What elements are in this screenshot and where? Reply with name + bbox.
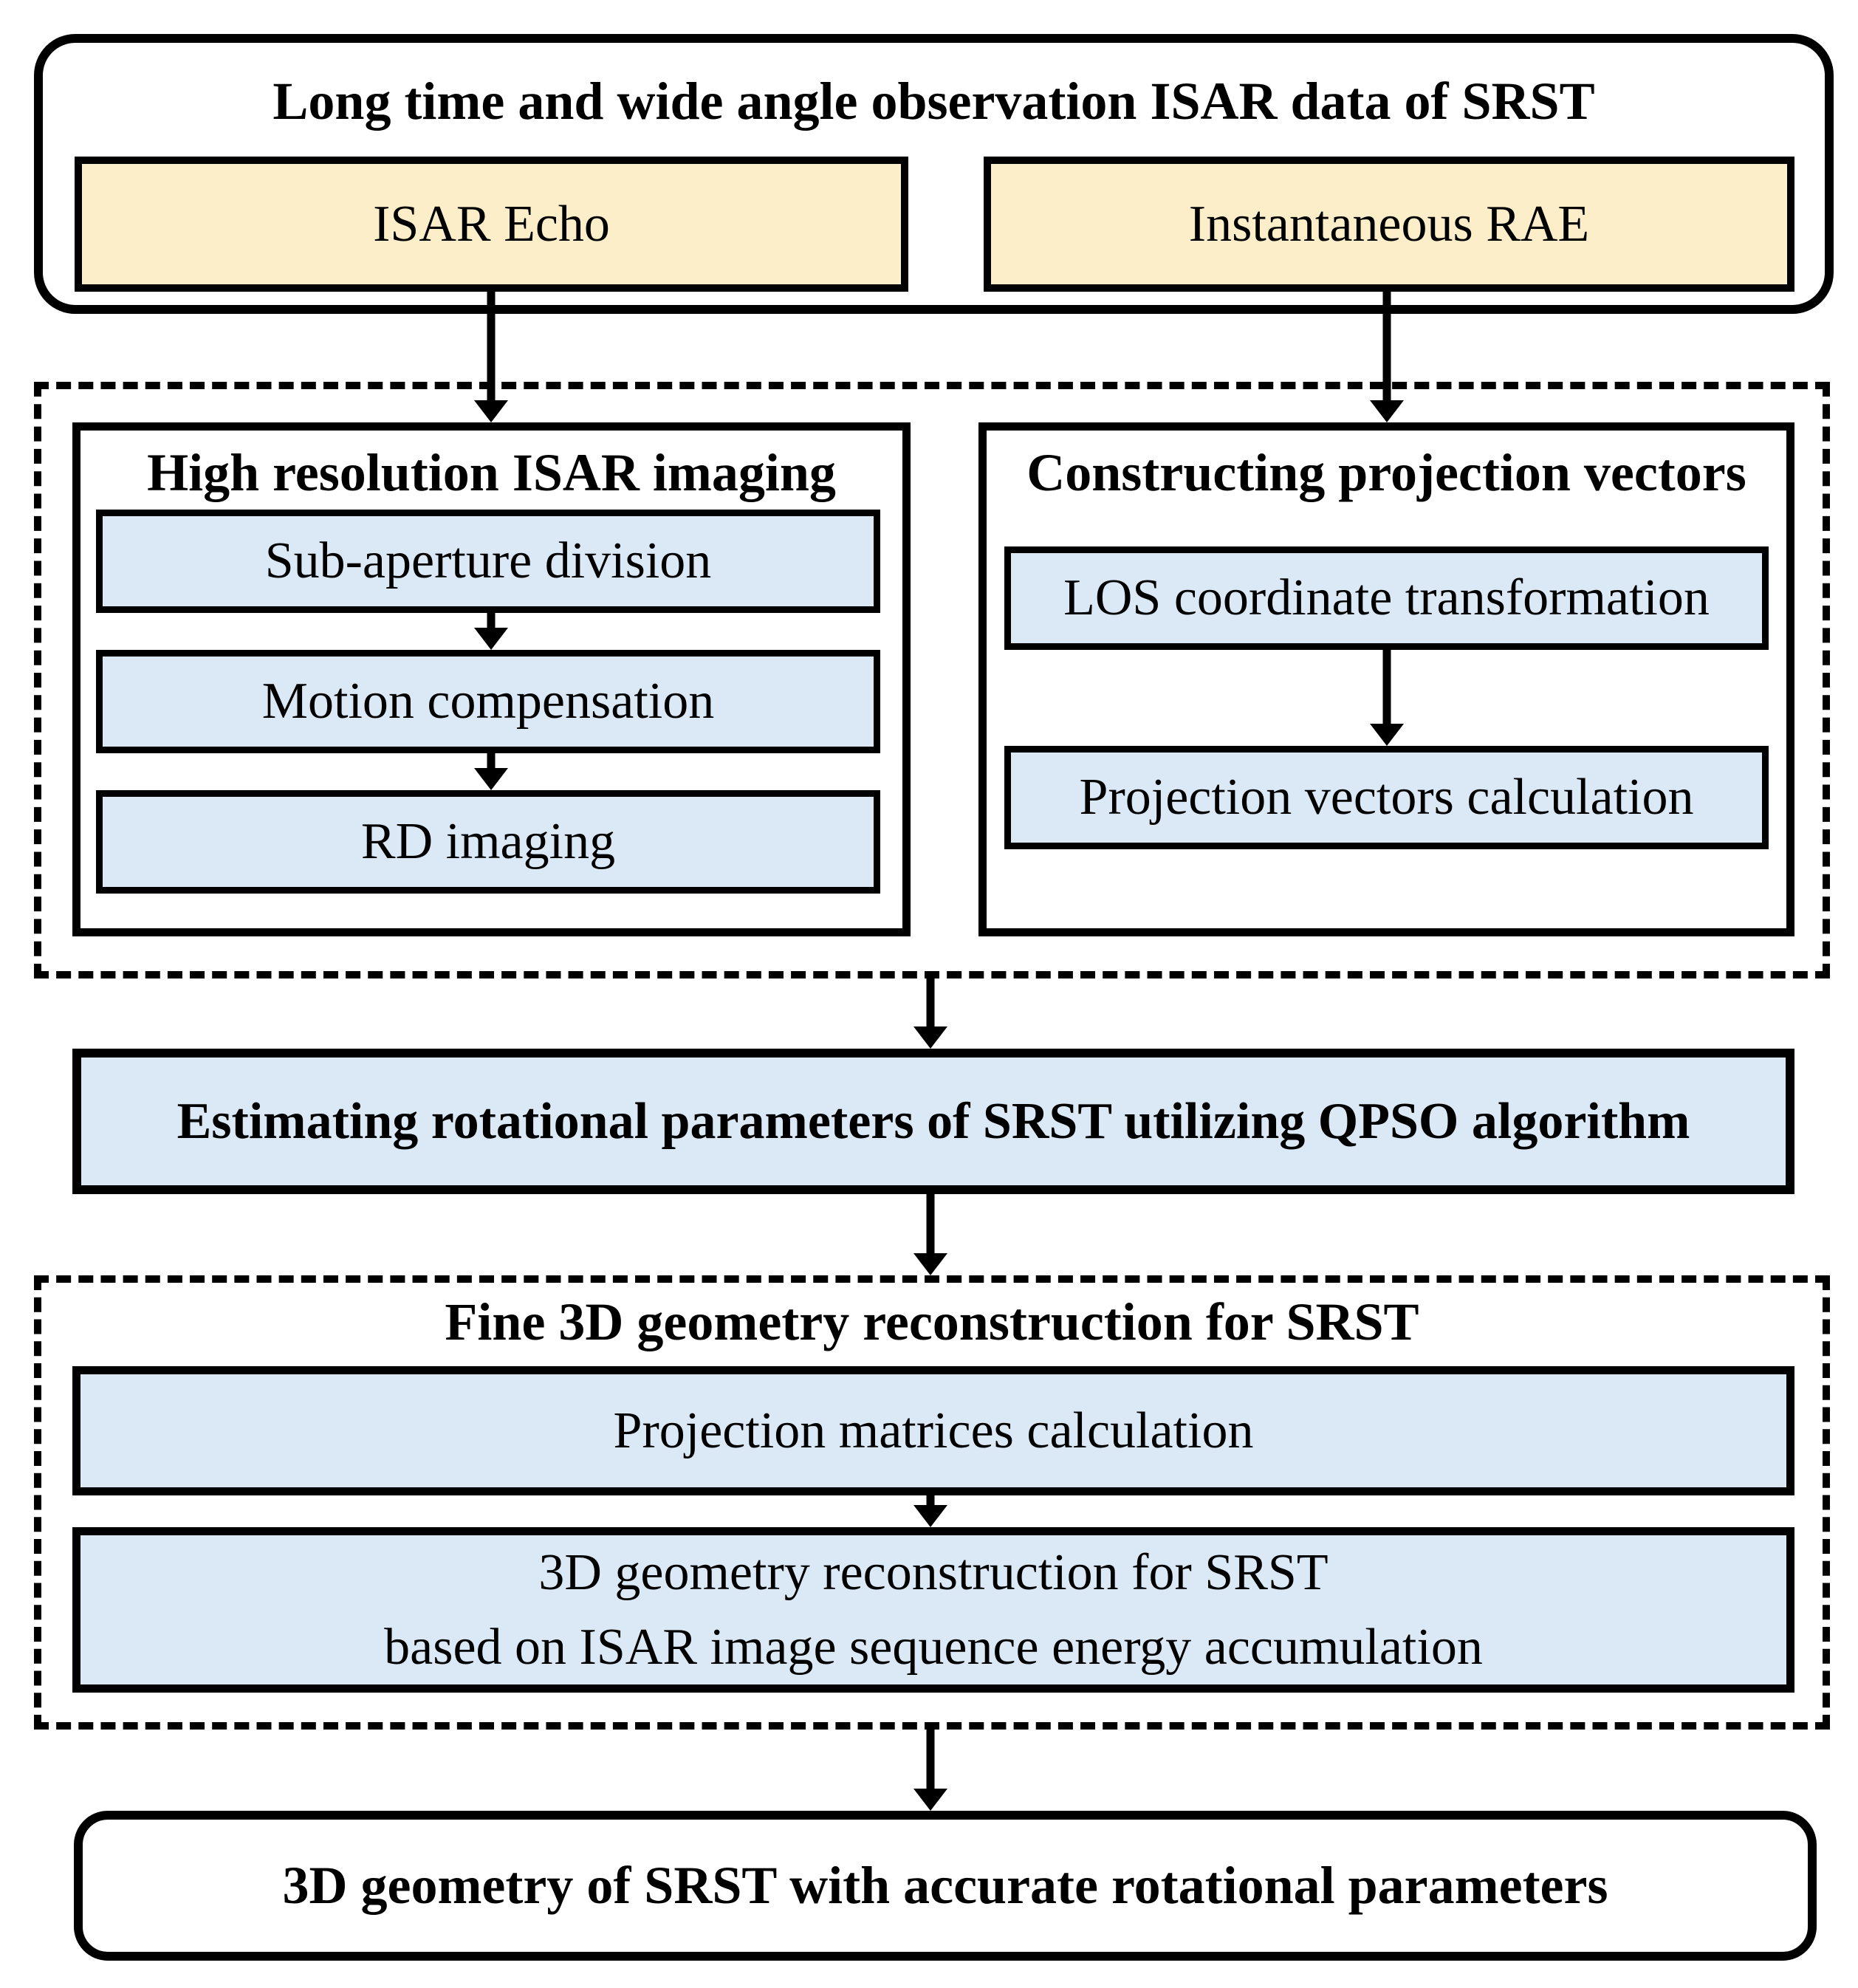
preprocessing-dashed-container bbox=[34, 382, 1830, 978]
arrow-rae-down-icon bbox=[1370, 292, 1404, 422]
projection-calculation-box: Projection vectors calculation bbox=[1004, 746, 1769, 849]
projection-calculation-label: Projection vectors calculation bbox=[1079, 769, 1694, 826]
arrow-reconstruction-to-output-icon bbox=[913, 1730, 947, 1811]
isar-echo-box: ISAR Echo bbox=[75, 157, 908, 292]
reconstruction-dashed-container bbox=[34, 1275, 1830, 1730]
instantaneous-rae-box: Instantaneous RAE bbox=[984, 157, 1794, 292]
arrow-preprocessing-to-qpso-icon bbox=[913, 978, 947, 1049]
reconstruction-title: Fine 3D geometry reconstruction for SRST bbox=[71, 1291, 1793, 1354]
geometry-reconstruction-box: 3D geometry reconstruction for SRST base… bbox=[72, 1527, 1794, 1693]
projection-matrices-label: Projection matrices calculation bbox=[613, 1402, 1254, 1459]
projection-matrices-box: Projection matrices calculation bbox=[72, 1366, 1794, 1495]
motion-compensation-label: Motion compensation bbox=[261, 673, 715, 730]
projection-vectors-title: Constructing projection vectors bbox=[987, 442, 1786, 505]
projection-vectors-title-text: Constructing projection vectors bbox=[1026, 443, 1746, 503]
source-title-text: Long time and wide angle observation ISA… bbox=[272, 72, 1595, 131]
isar-echo-label: ISAR Echo bbox=[373, 195, 610, 253]
source-title: Long time and wide angle observation ISA… bbox=[71, 65, 1797, 139]
los-coordinate-box: LOS coordinate transformation bbox=[1004, 546, 1769, 650]
output-label: 3D geometry of SRST with accurate rotati… bbox=[282, 1855, 1608, 1915]
motion-compensation-box: Motion compensation bbox=[96, 650, 880, 753]
arrow-qpso-to-reconstruction-icon bbox=[913, 1194, 947, 1275]
isar-imaging-title: High resolution ISAR imaging bbox=[80, 442, 902, 505]
arrow-los-to-projection-icon bbox=[1370, 650, 1404, 746]
arrow-isar-echo-down-icon bbox=[474, 292, 508, 422]
output-box: 3D geometry of SRST with accurate rotati… bbox=[74, 1811, 1817, 1961]
arrow-motion-to-rd-icon bbox=[474, 753, 508, 790]
qpso-estimation-box: Estimating rotational parameters of SRST… bbox=[72, 1049, 1794, 1194]
isar-imaging-title-text: High resolution ISAR imaging bbox=[147, 443, 836, 503]
los-coordinate-label: LOS coordinate transformation bbox=[1063, 569, 1710, 626]
geometry-reconstruction-label: 3D geometry reconstruction for SRST base… bbox=[384, 1535, 1483, 1685]
sub-aperture-division-label: Sub-aperture division bbox=[264, 532, 712, 589]
sub-aperture-division-box: Sub-aperture division bbox=[96, 510, 880, 613]
arrow-matrices-to-geometry-icon bbox=[913, 1495, 947, 1527]
rd-imaging-label: RD imaging bbox=[360, 813, 616, 870]
reconstruction-title-text: Fine 3D geometry reconstruction for SRST bbox=[445, 1292, 1419, 1352]
rd-imaging-box: RD imaging bbox=[96, 790, 880, 894]
instantaneous-rae-label: Instantaneous RAE bbox=[1188, 195, 1590, 253]
geometry-reconstruction-line1: 3D geometry reconstruction for SRST bbox=[538, 1543, 1329, 1601]
arrow-subaperture-to-motion-icon bbox=[474, 613, 508, 650]
geometry-reconstruction-line2: based on ISAR image sequence energy accu… bbox=[384, 1619, 1483, 1676]
qpso-estimation-label: Estimating rotational parameters of SRST… bbox=[176, 1092, 1690, 1150]
